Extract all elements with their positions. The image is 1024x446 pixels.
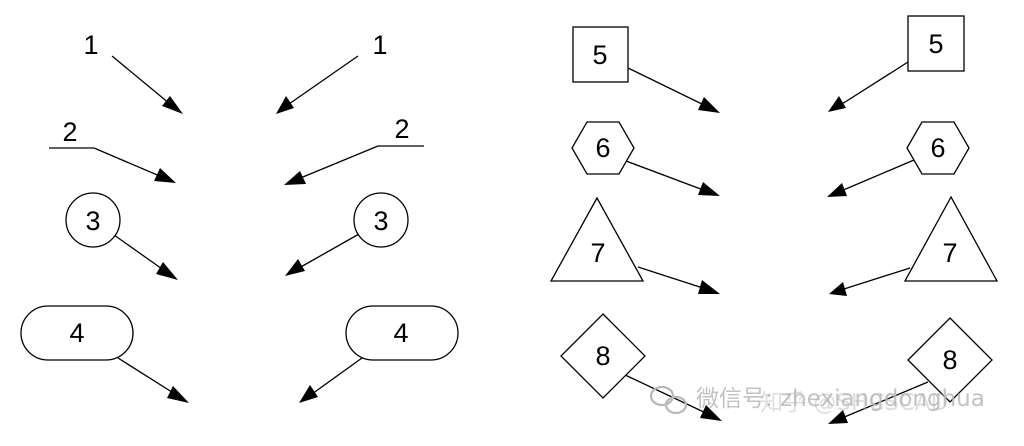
- callout-label: 7: [942, 238, 957, 268]
- balloon-triangle: [903, 195, 999, 282]
- callout-label: 1: [83, 30, 98, 60]
- arrowhead: [162, 96, 183, 114]
- leader-line: [297, 145, 379, 180]
- callout-hexagon-right: 6: [827, 121, 970, 197]
- watermark: 微信号: zhexiangdonghua 知乎 @SHCSCAD: [649, 385, 985, 416]
- arrowhead: [154, 168, 176, 183]
- arrowhead: [700, 405, 722, 421]
- arrowhead: [284, 171, 306, 185]
- leader-line: [625, 160, 707, 192]
- callout-label: 5: [592, 40, 607, 70]
- leader-line: [288, 55, 359, 105]
- balloon-slot: [345, 305, 459, 361]
- callout-plain-right: 1: [276, 30, 388, 114]
- leader-line: [113, 234, 166, 272]
- balloon-circle: [353, 192, 409, 248]
- arrowhead: [285, 259, 305, 276]
- callout-square-right: 5: [828, 15, 965, 112]
- callout-diamond-left: 8: [560, 313, 722, 421]
- callout-circle-right: 3: [285, 192, 409, 276]
- callout-triangle-left: 7: [549, 196, 720, 294]
- callout-slot-left: 4: [20, 305, 189, 403]
- balloon-diamond: [560, 313, 646, 399]
- leader-line: [622, 373, 709, 415]
- arrowhead: [829, 282, 847, 296]
- leader-line: [117, 357, 176, 395]
- balloon-slot: [20, 305, 134, 361]
- leader-line: [311, 357, 363, 395]
- callout-label: 4: [393, 318, 408, 348]
- callout-label: 3: [373, 206, 388, 236]
- callout-label: 6: [930, 133, 945, 163]
- leader-line: [840, 159, 915, 192]
- leader-line: [93, 147, 163, 178]
- callout-triangle-right: 7: [829, 195, 999, 296]
- callout-diamond-right: 8: [828, 317, 993, 424]
- arrowhead: [299, 385, 318, 403]
- arrowhead: [698, 97, 720, 113]
- balloon-hexagon: [906, 121, 970, 175]
- callout-label: 2: [62, 117, 77, 147]
- callout-underline-right: 2: [284, 114, 424, 185]
- arrowhead: [698, 280, 720, 294]
- callout-label: 4: [69, 318, 84, 348]
- leader-line: [298, 233, 360, 269]
- leader-line: [841, 61, 909, 105]
- callout-label: 3: [85, 206, 100, 236]
- arrowhead: [698, 182, 720, 196]
- arrowhead: [156, 262, 178, 280]
- callout-circle-left: 3: [65, 192, 178, 280]
- balloon-triangle: [549, 196, 645, 282]
- watermark-text: 微信号: zhexiangdonghua: [696, 386, 985, 412]
- leader-line: [637, 266, 707, 290]
- balloon-square: [907, 15, 965, 72]
- callout-label: 5: [928, 29, 943, 59]
- arrowhead: [167, 386, 189, 403]
- arrowhead: [828, 96, 846, 112]
- callout-slot-right: 4: [299, 305, 459, 403]
- arrowhead: [828, 410, 848, 424]
- leader-line: [841, 381, 929, 419]
- callout-label: 8: [595, 341, 610, 371]
- callout-plain-left: 1: [83, 30, 183, 114]
- balloon-square: [572, 26, 629, 83]
- callout-label: 8: [942, 345, 957, 375]
- balloon-diamond: [907, 317, 993, 403]
- leader-line: [111, 55, 171, 105]
- callout-square-left: 5: [572, 26, 720, 113]
- arrowhead: [827, 183, 847, 197]
- wechat-icon: [649, 385, 688, 415]
- arrowhead: [276, 96, 294, 114]
- callout-label: 1: [372, 30, 387, 60]
- callout-hexagon-left: 6: [571, 121, 720, 196]
- leader-line: [843, 267, 911, 290]
- callout-label: 7: [590, 238, 605, 268]
- balloon-hexagon: [571, 121, 635, 175]
- callout-underline-left: 2: [49, 117, 176, 183]
- balloon-circle: [65, 192, 121, 248]
- callout-label: 2: [394, 114, 409, 144]
- leader-line: [627, 67, 707, 107]
- watermark-overlay-text: 知乎 @SHCSCAD: [760, 390, 948, 416]
- callout-label: 6: [595, 133, 610, 163]
